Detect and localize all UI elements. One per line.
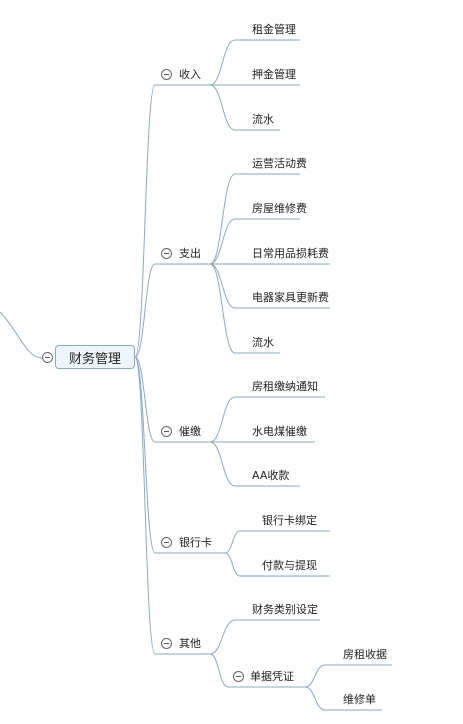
connector-line-39 bbox=[209, 653, 229, 688]
branch-other[interactable]: 其他 bbox=[179, 637, 201, 650]
leaf-repair[interactable]: 房屋维修费 bbox=[252, 202, 307, 215]
sub-vouchers[interactable]: 单据凭证 bbox=[250, 670, 294, 683]
connector-line-27 bbox=[209, 441, 236, 487]
branch-bankcard[interactable]: 银行卡 bbox=[179, 536, 212, 549]
leaf-utility-reminder[interactable]: 水电煤催缴 bbox=[252, 425, 307, 438]
leaf-card-binding[interactable]: 银行卡绑定 bbox=[262, 514, 317, 527]
leaf-rent[interactable]: 租金管理 bbox=[252, 23, 296, 36]
leaf-deposit[interactable]: 押金管理 bbox=[252, 68, 296, 81]
branch-income-collapse-icon[interactable] bbox=[161, 69, 172, 80]
leaf-category-settings[interactable]: 财务类别设定 bbox=[252, 603, 318, 616]
connector-line-0 bbox=[0, 311, 43, 359]
connector-line-13 bbox=[209, 218, 236, 265]
root-collapse-icon[interactable] bbox=[42, 352, 53, 363]
connector-line-23 bbox=[209, 396, 236, 443]
root-label: 财务管理 bbox=[68, 351, 121, 367]
connector-line-29 bbox=[134, 356, 156, 554]
connector-line-7 bbox=[209, 84, 236, 131]
branch-expense[interactable]: 支出 bbox=[179, 247, 201, 260]
connector-line-11 bbox=[209, 173, 236, 265]
branch-bankcard-collapse-icon[interactable] bbox=[161, 537, 172, 548]
branch-expense-collapse-icon[interactable] bbox=[161, 248, 172, 259]
leaf-supplies[interactable]: 日常用品损耗费 bbox=[252, 247, 329, 260]
branch-dunning-collapse-icon[interactable] bbox=[161, 426, 172, 437]
connector-line-3 bbox=[209, 39, 236, 86]
connector-line-21 bbox=[134, 356, 156, 443]
leaf-aa-collection[interactable]: AA收款 bbox=[252, 469, 290, 482]
connector-line-31 bbox=[224, 530, 241, 554]
leaf-repair-order[interactable]: 维修单 bbox=[343, 693, 376, 706]
connector-line-37 bbox=[209, 619, 236, 655]
leaf-rent-notice[interactable]: 房租缴纳通知 bbox=[252, 380, 318, 393]
leaf-income-flow[interactable]: 流水 bbox=[252, 113, 274, 126]
branch-income[interactable]: 收入 bbox=[179, 68, 201, 81]
connector-line-35 bbox=[134, 356, 156, 655]
leaf-rent-receipt[interactable]: 房租收据 bbox=[343, 648, 387, 661]
leaf-operations[interactable]: 运营活动费 bbox=[252, 157, 307, 170]
connector-line-19 bbox=[209, 263, 236, 354]
leaf-pay-withdraw[interactable]: 付款与提现 bbox=[262, 559, 317, 572]
branch-dunning[interactable]: 催缴 bbox=[179, 425, 201, 438]
connector-line-43 bbox=[304, 686, 326, 711]
leaf-appliances[interactable]: 电器家具更新费 bbox=[252, 291, 329, 304]
connector-line-9 bbox=[134, 263, 156, 358]
root-node[interactable]: 财务管理 bbox=[55, 345, 135, 369]
sub-vouchers-collapse-icon[interactable] bbox=[233, 671, 244, 682]
connector-line-17 bbox=[209, 263, 236, 309]
leaf-expense-flow[interactable]: 流水 bbox=[252, 336, 274, 349]
connector-line-1 bbox=[134, 84, 156, 358]
connector-line-41 bbox=[304, 664, 326, 688]
branch-other-collapse-icon[interactable] bbox=[161, 638, 172, 649]
connector-line-33 bbox=[224, 552, 241, 577]
